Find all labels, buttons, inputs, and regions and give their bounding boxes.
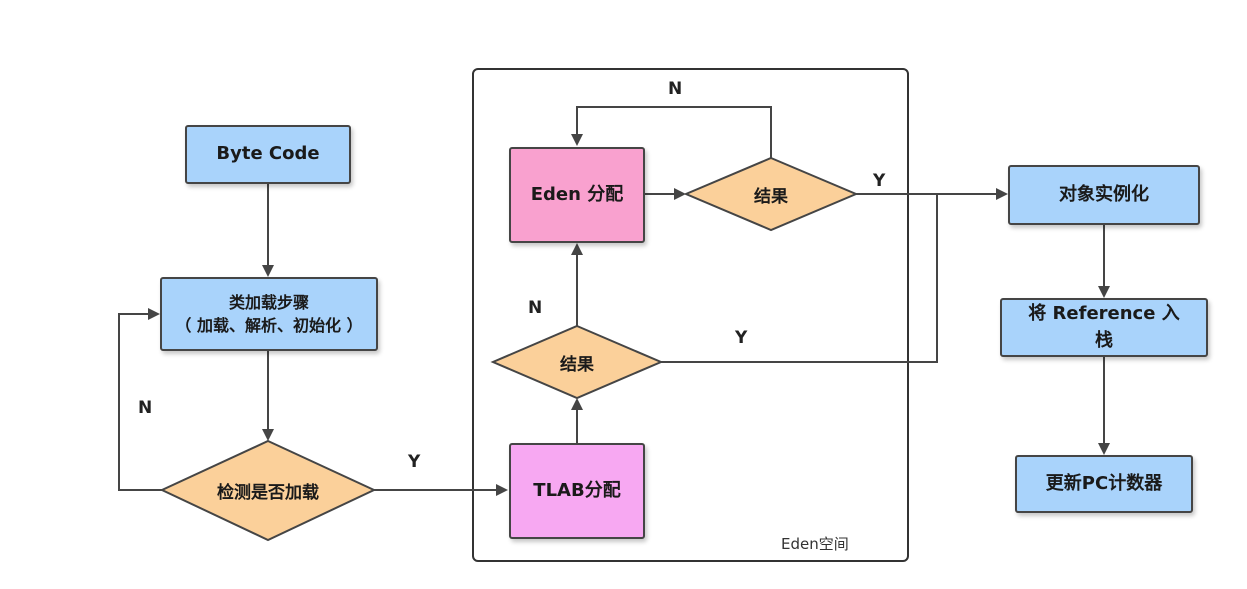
object-instantiation-label: 对象实例化	[1059, 183, 1149, 205]
edge-result-no-loop	[571, 106, 772, 158]
lower-yes-label: Y	[735, 328, 748, 348]
check-yes-label: Y	[408, 452, 421, 472]
eden-alloc-label: Eden 分配	[530, 183, 624, 205]
upper-no-label: N	[668, 79, 683, 99]
push-reference-label: 将 Reference 入栈	[1028, 303, 1180, 351]
check-loaded-label: 检测是否加载	[217, 482, 319, 503]
eden-alloc-node: Eden 分配	[509, 147, 645, 243]
class-loading-label-line2: （ 加载、解析、初始化 ）	[175, 316, 363, 335]
result-upper-diamond	[683, 156, 859, 232]
eden-space-label: Eden空间	[781, 535, 849, 553]
tlab-alloc-label: TLAB分配	[533, 479, 621, 501]
edge-check-no-loop	[118, 308, 162, 491]
tlab-alloc-node: TLAB分配	[509, 443, 645, 539]
object-instantiation-node: 对象实例化	[1008, 165, 1200, 225]
check-no-label: N	[138, 398, 153, 418]
result-lower-label: 结果	[560, 354, 594, 375]
eden-space-region	[472, 68, 909, 562]
class-loading-label-line1: 类加载步骤	[228, 292, 309, 312]
update-pc-node: 更新PC计数器	[1015, 455, 1193, 513]
edge-lower-yes-to-instantiate	[661, 194, 938, 363]
push-reference-node: 将 Reference 入栈	[1000, 298, 1208, 357]
byte-code-node: Byte Code	[185, 125, 351, 184]
class-loading-node: 类加载步骤 （ 加载、解析、初始化 ）	[160, 277, 378, 351]
check-loaded-diamond	[159, 439, 377, 542]
result-upper-label: 结果	[754, 186, 788, 207]
update-pc-label: 更新PC计数器	[1045, 472, 1163, 494]
lower-no-label: N	[528, 298, 543, 318]
upper-yes-label: Y	[873, 171, 886, 191]
byte-code-label: Byte Code	[216, 143, 320, 165]
